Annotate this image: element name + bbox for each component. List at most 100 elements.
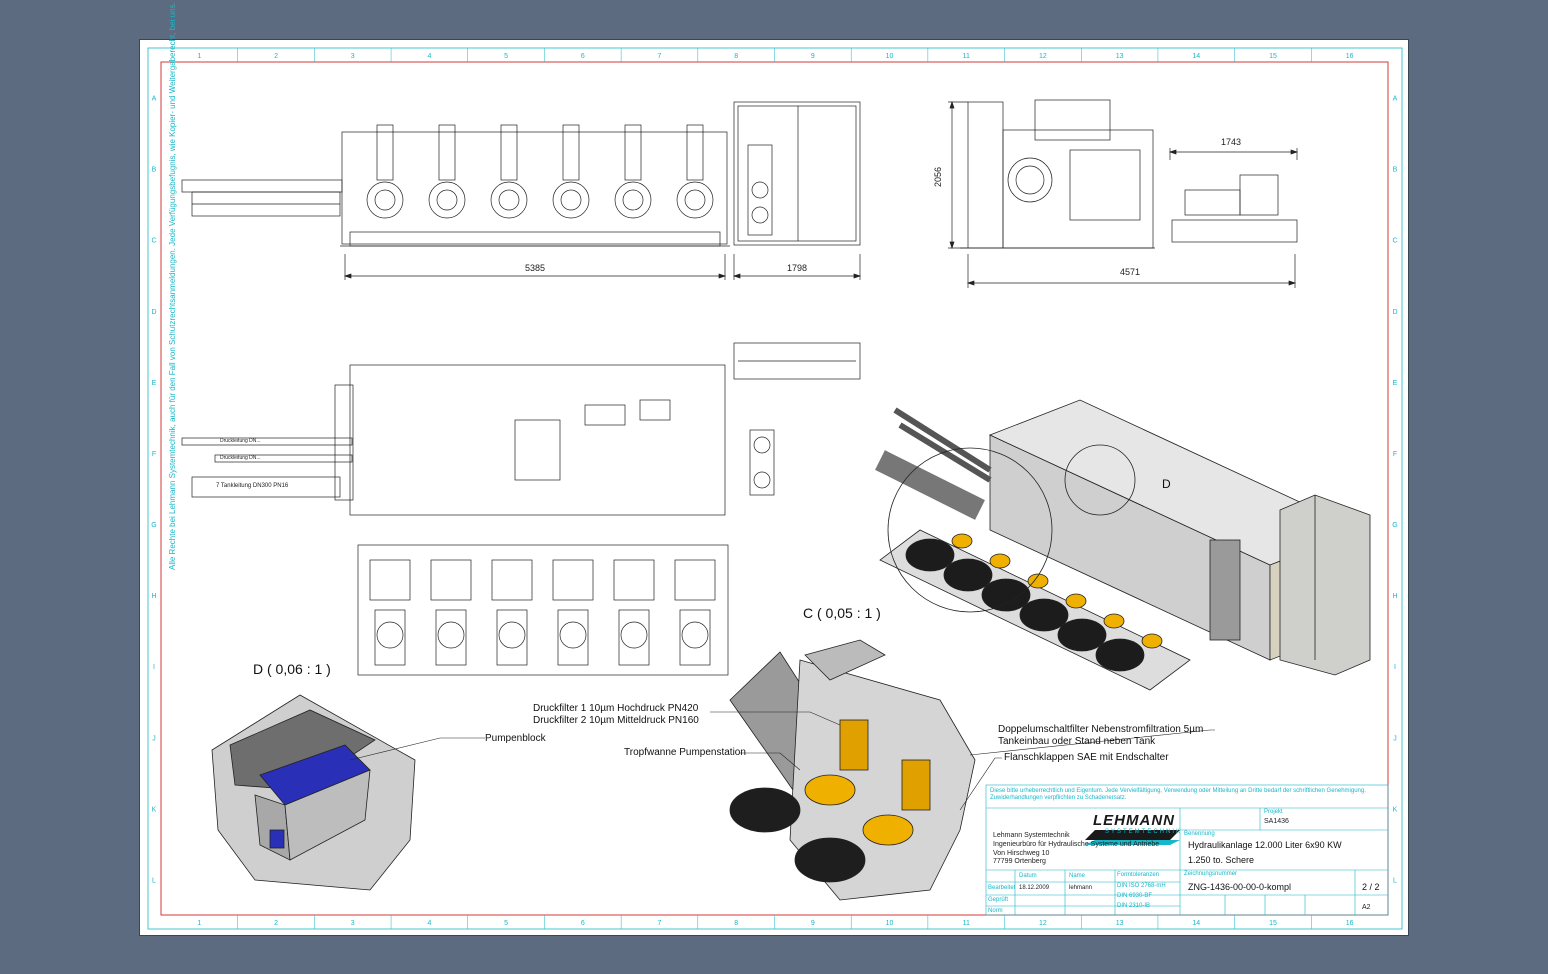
pump-motor: [676, 181, 714, 219]
iso-motor: [1095, 638, 1145, 672]
dim-detail-width: 1743: [1221, 137, 1242, 147]
grid-row-label: F: [152, 451, 156, 458]
iso-motor: [905, 538, 955, 572]
dim-side-width: 1798: [787, 263, 808, 273]
tankeinbau-label: Tankeinbau oder Stand neben Tank: [998, 736, 1156, 747]
pump-motor: [366, 181, 404, 219]
grid-row-label: C: [151, 238, 156, 245]
grid-row-label: J: [1393, 735, 1397, 742]
dim-right-height: 2056: [933, 166, 944, 188]
grid-col-label: 9: [811, 53, 815, 60]
grid-col-label: 12: [1039, 53, 1047, 60]
grid-col-label: 2: [274, 53, 278, 60]
pipe-label-1: Druckleitung DN...: [220, 438, 261, 444]
grid-col-label: 6: [581, 53, 585, 60]
grid-col-label: 8: [734, 53, 738, 60]
drawing-title-2: 1.250 to. Schere: [1188, 855, 1255, 865]
detail-c-label: C ( 0,05 : 1 ): [803, 605, 881, 621]
grid-col-label: 1: [197, 920, 201, 927]
pipe-label-2: Druckleitung DN...: [220, 455, 261, 461]
grid-col-label: 7: [658, 53, 662, 60]
grid-col-label: 5: [504, 920, 508, 927]
norm-3: DIN 2310-IB: [1117, 903, 1151, 909]
druckfilter1-label: Druckfilter 1 10µm Hochdruck PN420: [533, 703, 699, 714]
bearbeitet-label: Bearbeitet: [988, 885, 1016, 891]
grid-col-label: 14: [1192, 920, 1200, 927]
grid-row-label: H: [151, 593, 156, 600]
norm-2: DIN 6930-BF: [1117, 893, 1153, 899]
grid-row-label: K: [152, 806, 157, 813]
grid-row-label: C: [1392, 238, 1397, 245]
pump-motor: [490, 181, 528, 219]
company-line-1: Lehmann Systemtechnik: [993, 832, 1070, 839]
pump-unit: [491, 559, 533, 601]
bearbeitet-date: 18.12.2009: [1019, 885, 1050, 891]
grid-col-label: 2: [274, 920, 278, 927]
pump-unit: [369, 559, 411, 601]
pump-unit: [613, 559, 655, 601]
dim-right-length: 4571: [1120, 267, 1141, 277]
grid-row-label: B: [1393, 167, 1398, 174]
grid-col-label: 4: [427, 53, 431, 60]
detail-d-label: D ( 0,06 : 1 ): [253, 661, 331, 677]
grid-col-label: 15: [1269, 53, 1277, 60]
benennung-label: Benennung: [1184, 831, 1215, 837]
grid-col-label: 3: [351, 920, 355, 927]
pump-unit: [430, 559, 472, 601]
detail-c: [729, 639, 976, 901]
grid-col-label: 16: [1346, 920, 1354, 927]
grid-col-label: 16: [1346, 53, 1354, 60]
pump-unit: [552, 559, 594, 601]
datum-label: Datum: [1019, 873, 1037, 879]
toleranz-label: Formtoleranzen: [1117, 872, 1160, 878]
grid-row-label: B: [152, 167, 157, 174]
pump-motor: [428, 181, 466, 219]
company-line-2: Ingenieurbüro für Hydraulische Systeme u…: [993, 841, 1160, 848]
grid-row-label: E: [1393, 380, 1398, 387]
norm-label: Norm: [988, 908, 1003, 914]
rights-notice: Alle Rechte bei Lehmann Systemtechnik, a…: [168, 2, 177, 570]
iso-motor: [1057, 618, 1107, 652]
grid-col-label: 11: [963, 920, 970, 927]
grid-row-label: A: [152, 96, 157, 103]
pump-unit: [674, 559, 716, 601]
projekt-value: SA1436: [1264, 818, 1289, 825]
pump-station-plan: [357, 544, 729, 676]
dim-front-length: 5385: [525, 263, 546, 273]
side-view: [732, 101, 862, 280]
doppelfilter-label: Doppelumschaltfilter Nebenstromfiltratio…: [998, 724, 1204, 735]
pumpenblock-label: Pumpenblock: [485, 733, 546, 744]
front-view: [181, 124, 730, 280]
grid-col-label: 12: [1039, 920, 1047, 927]
grid-row-label: J: [152, 735, 156, 742]
grid-col-label: 10: [886, 53, 894, 60]
grid-row-label: F: [1393, 451, 1397, 458]
grid-col-label: 8: [734, 920, 738, 927]
grid-row-label: A: [1393, 96, 1398, 103]
grid-col-label: 3: [351, 53, 355, 60]
grid-row-label: H: [1392, 593, 1397, 600]
grid-row-label: L: [1393, 877, 1397, 884]
right-view: [948, 99, 1299, 288]
grid-col-label: 13: [1116, 53, 1124, 60]
grid-col-label: 6: [581, 920, 585, 927]
bearbeitet-name: lehmann: [1069, 885, 1093, 891]
grid-col-label: 11: [963, 53, 970, 60]
plan-view: [181, 342, 861, 516]
grid-row-label: G: [151, 522, 156, 529]
company-line-3: Von Hirschweg 10: [993, 850, 1050, 857]
grid-row-label: D: [151, 309, 156, 316]
druckfilter2-label: Druckfilter 2 10µm Mitteldruck PN160: [533, 715, 699, 726]
zeichnung-label: Zeichnungsnummer: [1184, 871, 1238, 877]
technical-drawing: 1122334455667788991010111112121313141415…: [147, 47, 1403, 930]
pipe-label-3: 7 Tankleitung DN300 PN16: [216, 483, 289, 489]
grid-row-label: K: [1393, 806, 1398, 813]
sheet-format: A2: [1362, 904, 1371, 911]
pump-motor: [552, 181, 590, 219]
sheet-number: 2 / 2: [1362, 882, 1380, 892]
pump-motor: [614, 181, 652, 219]
grid-row-label: D: [1392, 309, 1397, 316]
name-label: Name: [1069, 873, 1086, 879]
detail-d: [211, 694, 416, 891]
